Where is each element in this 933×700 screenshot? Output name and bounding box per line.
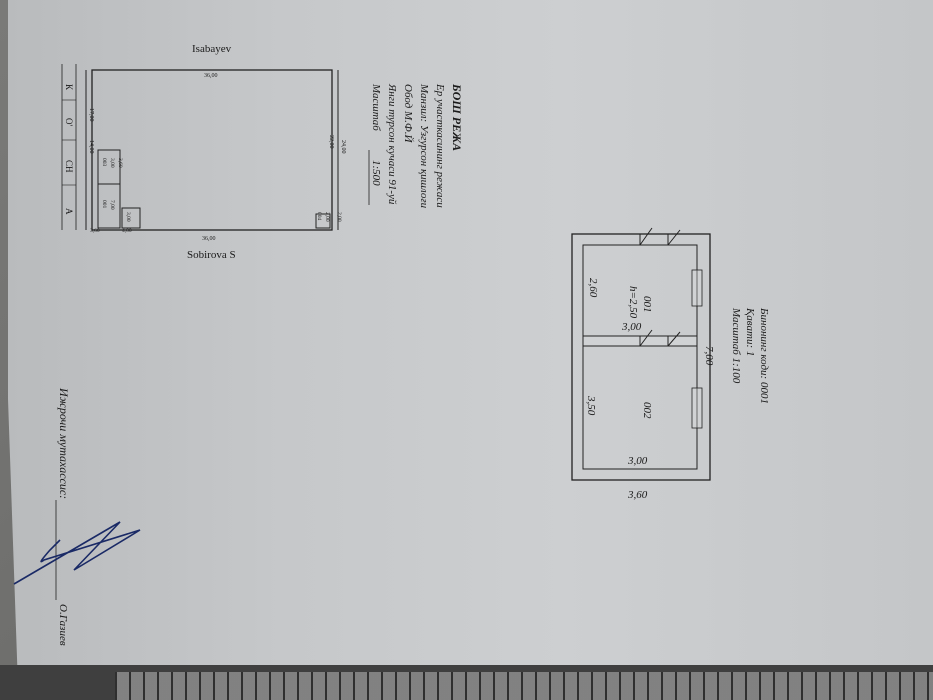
building-extra — [121, 207, 141, 229]
outer-wall — [571, 233, 711, 481]
site-plan-line-2: Манзил: Узгурсон қишлоғи — [418, 83, 430, 209]
b-extra-a: 3,00 — [125, 212, 131, 222]
binding-ruler — [115, 672, 933, 700]
compass-strip: К О' СН А — [61, 64, 77, 230]
b003-h: 3,00 — [109, 158, 115, 168]
neighbor-top: Isabayev — [192, 43, 232, 55]
b001-w: 3,60 — [90, 228, 100, 234]
compass-k: К — [64, 84, 74, 91]
room-001-height: h=2,50 — [627, 286, 639, 319]
floor-plan: 001 h=2,50 3,00 2,60 002 3,00 3,50 7,00 … — [571, 227, 770, 501]
site-plan-title: БОШ РЕЖА — [450, 83, 464, 151]
overall-length: 7,00 — [703, 346, 715, 366]
site-plan-line-4: Янги турсон кучаси 91-уй — [386, 83, 398, 205]
inspector-name: О.Газиев — [57, 604, 69, 646]
entrance-door — [639, 234, 669, 245]
signature — [13, 521, 141, 585]
room-001-depth: 2,60 — [587, 278, 599, 298]
dim-bottom: 36,00 — [202, 236, 216, 242]
building-001 — [97, 183, 121, 229]
b001-h: 7,00 — [109, 200, 115, 210]
neighbor-bottom: Sobirova S — [187, 249, 236, 261]
inspector-label: Ижрочи мутахассис: — [57, 387, 71, 499]
site-boundary — [91, 69, 333, 231]
building-003 — [97, 149, 121, 185]
site-plan-line-3: Обод М.Ф.Й — [402, 84, 414, 144]
overall-width: 3,60 — [627, 489, 648, 501]
building-scale: Масштаб 1:100 — [730, 307, 742, 384]
dim-small-a: 2,00 — [324, 212, 330, 222]
site-plan-title-block: БОШ РЕЖА Ер участкасининг режаси Манзил:… — [368, 83, 464, 209]
room-002-width: 3,00 — [627, 455, 648, 467]
dim-left-b: 14,00 — [88, 140, 94, 154]
footer: Ижрочи мутахассис: О.Газиев — [13, 387, 141, 646]
compass-a: А — [64, 208, 74, 215]
dim-right-inner: 22,00 — [328, 135, 334, 149]
b001-label: 001 — [101, 200, 107, 209]
building-info: Бинонинг коди: 0001 Қавати: 1 Масштаб 1:… — [730, 307, 770, 404]
room-002-depth: 3,50 — [585, 395, 597, 416]
site-plan-scale-value: 1:500 — [370, 160, 382, 186]
corner-a: 004 — [316, 212, 322, 221]
site-plan: Isabayev Sobirova S 36,00 36,00 24,00 22… — [61, 43, 464, 261]
room-001-id: 001 — [641, 296, 653, 313]
paper-sheet — [8, 0, 933, 665]
dim-right-outer: 24,00 — [340, 140, 346, 154]
building-floors: Қавати: 1 — [744, 307, 756, 356]
b003-w: 3,60 — [117, 158, 123, 168]
b003-label: 003 — [101, 158, 107, 167]
inner-door — [639, 336, 669, 346]
dim-left-a: 17,00 — [88, 108, 94, 122]
inner-wall — [582, 244, 698, 470]
dim-top: 36,00 — [204, 73, 218, 79]
compass-sn: СН — [64, 160, 74, 173]
b-extra-b: 4,00 — [122, 228, 132, 234]
building-004 — [315, 213, 331, 229]
compass-o: О' — [64, 118, 74, 126]
dim-small-b: 2,00 — [336, 212, 342, 222]
room-002-id: 002 — [641, 402, 653, 419]
site-plan-line-1: Ер участкасининг режаси — [434, 83, 446, 208]
site-plan-scale-label: Масштаб — [370, 83, 382, 131]
room-001-width: 3,00 — [621, 321, 642, 333]
building-code: Бинонинг коди: 0001 — [758, 307, 770, 404]
